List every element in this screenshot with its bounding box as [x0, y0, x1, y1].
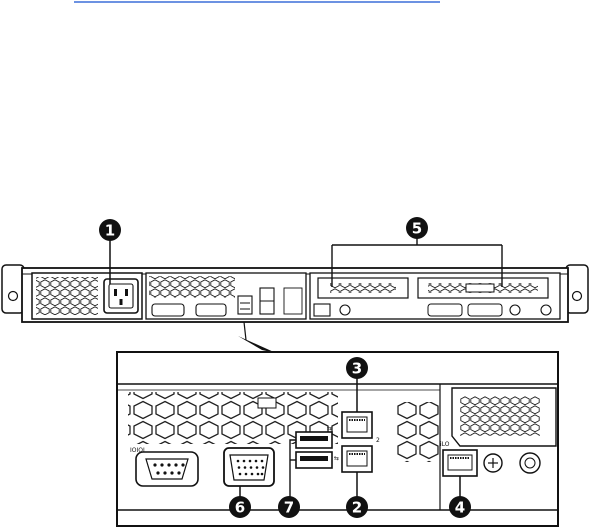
callout-7-number: 7 — [284, 499, 294, 517]
callout-2-number: 2 — [352, 499, 362, 517]
callout-3-number: 3 — [352, 360, 362, 378]
callout-2: 2 — [346, 496, 368, 518]
server-chassis — [2, 265, 588, 322]
callout-1-number: 1 — [105, 222, 115, 240]
psu-vent — [36, 277, 98, 315]
callout-7: 7 — [278, 496, 300, 518]
callout-6: 6 — [229, 496, 251, 518]
usb-icon-bottom: ⇆ — [334, 455, 339, 462]
callout-5-number: 5 — [412, 220, 422, 238]
callout-5: 5 — [406, 217, 428, 239]
video-port-small — [196, 304, 226, 316]
usb-icon-top: ⇆ — [327, 425, 332, 432]
nic-2-label: 2 — [376, 437, 380, 444]
usb-ports-small — [238, 296, 252, 314]
serial-port-small — [152, 304, 184, 316]
callout-3: 3 — [346, 357, 368, 379]
ilo-port-small — [314, 304, 330, 316]
callout-6-number: 6 — [235, 499, 245, 517]
callout-1: 1 — [99, 219, 121, 241]
detail-inset: IOIOI ⇆ ⇆ 2 iLO — [117, 352, 558, 526]
left-rack-ear — [2, 265, 24, 313]
zoom-wedge — [238, 336, 276, 353]
left-ear-screw — [9, 292, 18, 301]
right-ear-screw — [573, 292, 582, 301]
board-vent — [149, 276, 235, 298]
ilo-label: iLO — [440, 441, 450, 448]
right-rack-ear — [566, 265, 588, 313]
callout-4: 4 — [449, 496, 471, 518]
callout-4-number: 4 — [455, 499, 465, 517]
